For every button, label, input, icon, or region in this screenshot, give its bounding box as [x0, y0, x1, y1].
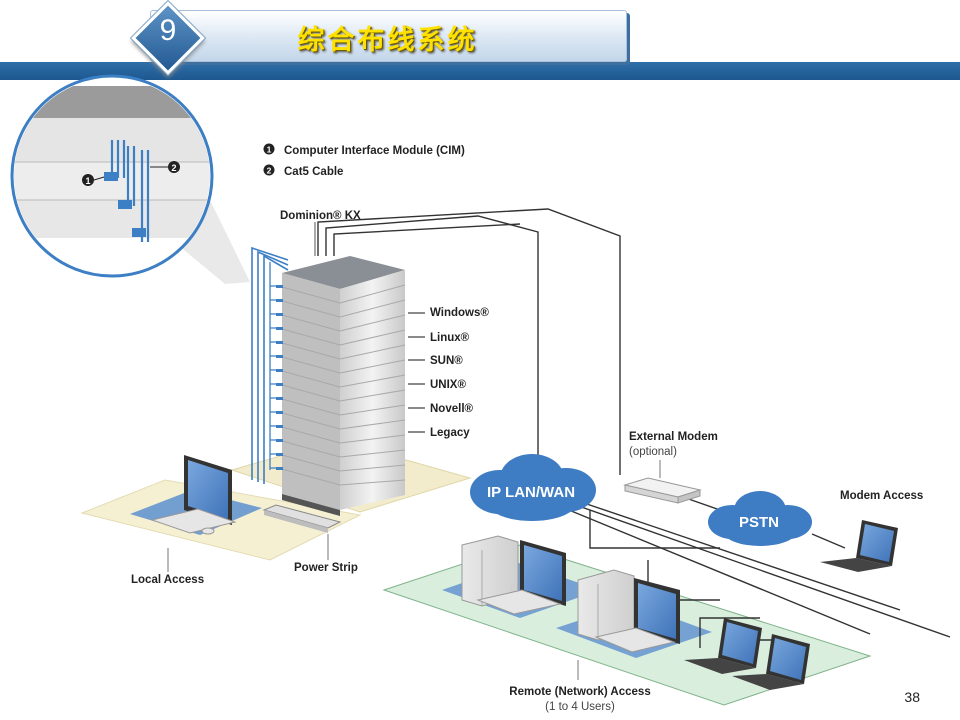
remote-access-note: (1 to 4 Users): [545, 701, 615, 713]
local-cables: [251, 246, 289, 484]
local-monitor: [150, 455, 237, 535]
os-label-windows: Windows®: [430, 307, 489, 319]
slide-number: 9: [159, 14, 177, 47]
title-bar: [150, 10, 627, 62]
remote-desktop-2: [577, 569, 680, 653]
remote-laptop-2: [732, 634, 810, 690]
local-access-label: Local Access: [131, 574, 204, 586]
os-dashes: [408, 312, 425, 433]
svg-text:1: 1: [267, 145, 272, 155]
os-label-novell: Novell®: [430, 403, 474, 415]
pstn-cloud: [708, 491, 812, 546]
label-pointers: [167, 460, 661, 680]
header-band: [0, 62, 960, 80]
dominion-kx-label: Dominion® KX: [280, 210, 361, 222]
external-modem-note: (optional): [629, 446, 677, 458]
page-number: 38: [904, 689, 920, 705]
remote-access-label: Remote (Network) Access: [509, 686, 650, 698]
os-label-sun: SUN®: [430, 355, 463, 367]
svg-text:1: 1: [85, 176, 90, 186]
os-label-legacy: Legacy: [430, 427, 470, 439]
svg-text:Cat5 Cable: Cat5 Cable: [284, 166, 343, 178]
modem-access-laptop: [820, 520, 898, 572]
os-label-unix: UNIX®: [430, 379, 466, 391]
magnifier-callout: 1 2: [10, 74, 250, 284]
server-rack: [269, 256, 406, 516]
svg-text:Computer Interface Module (CIM: Computer Interface Module (CIM): [284, 145, 465, 157]
svg-text:2: 2: [171, 163, 176, 173]
power-strip: [262, 504, 342, 533]
svg-text:2: 2: [267, 166, 272, 176]
remote-desktop-1: [461, 535, 566, 615]
modem-access-label: Modem Access: [840, 490, 923, 502]
os-label-linux: Linux®: [430, 332, 470, 344]
lan-cloud: [470, 454, 596, 521]
external-modem-label: External Modem: [629, 431, 718, 443]
external-modem: [623, 477, 702, 504]
pstn-cloud-label: PSTN: [739, 514, 779, 531]
power-strip-label: Power Strip: [294, 562, 358, 574]
remote-laptop-1: [684, 618, 762, 674]
legend-cim: 1 Computer Interface Module (CIM): [263, 143, 465, 157]
slide-title: 综合布线系统: [297, 25, 478, 56]
lan-cloud-label: IP LAN/WAN: [487, 484, 575, 501]
legend-cat5: 2 Cat5 Cable: [263, 164, 343, 178]
slide-header: 综合布线系统 9: [0, 0, 960, 82]
